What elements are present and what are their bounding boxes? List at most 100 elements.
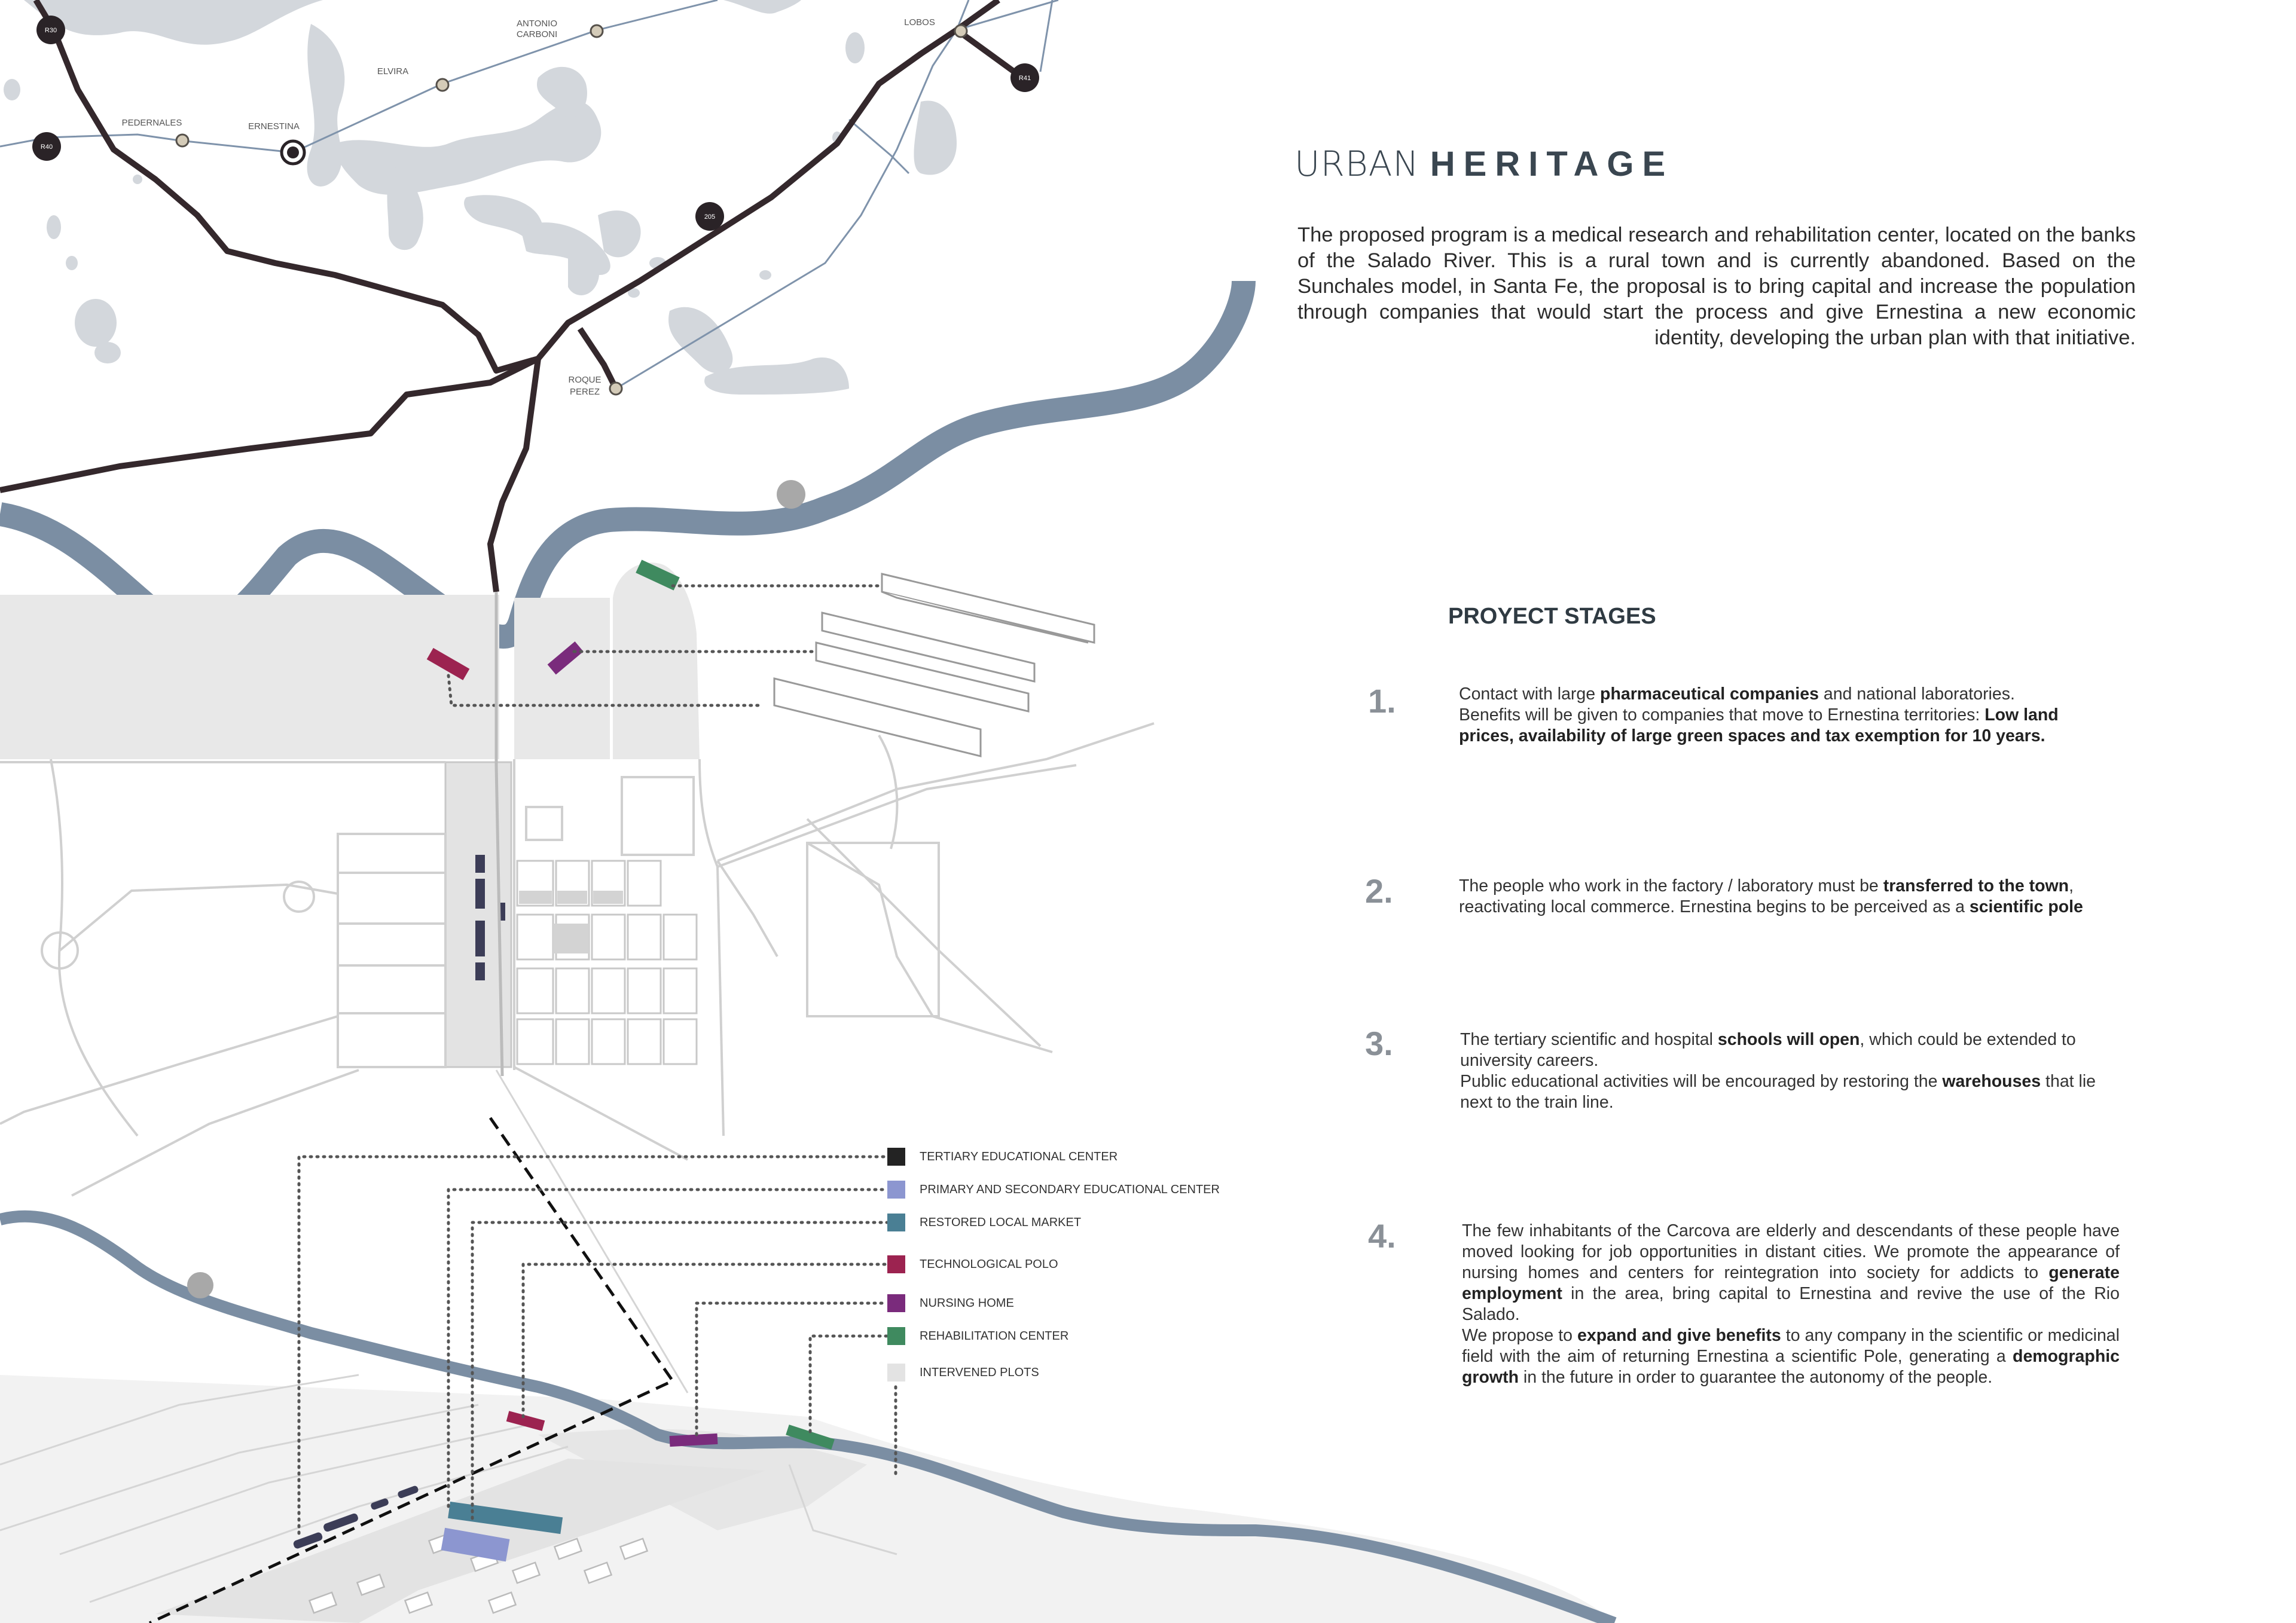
grey-dot-marker-lower [187,1272,213,1298]
stage-2-text: The people who work in the factory / lab… [1459,876,2126,918]
stage-text-segment: The tertiary scientific and hospital [1460,1030,1718,1049]
grey-dot-marker [777,480,805,509]
route-shields: R30 R40 R41 205 [32,16,1039,231]
lagoons [4,0,957,395]
rail-lines [0,0,1059,390]
legend-swatch [887,1364,905,1381]
stage-text-emphasis: warehouses [1942,1072,2041,1091]
label-ernestina: ERNESTINA [248,121,300,132]
stage-1-number: 1. [1368,682,1396,720]
town-roque-perez [609,381,623,396]
stage-text-segment: , reactivating local commerce. Ernestina… [1459,876,2074,916]
rehabilitation-center-lower [786,1425,835,1450]
town-plan [0,560,1155,1197]
legend-swatch [887,1255,905,1273]
stage-text-segment: to any company in the scientific or medi… [1462,1326,2120,1366]
town-antonio-carboni [590,24,604,38]
stage-text-segment: Benefits will be given to companies that… [1459,705,1985,725]
rehabilitation-center-building [636,560,680,591]
stage-3-number: 3. [1365,1025,1393,1062]
label-antonio: ANTONIO [517,19,557,29]
intro-paragraph: The proposed program is a medical resear… [1297,224,2136,349]
stage-text-segment: , which could be extended to university … [1460,1030,2076,1070]
route-205-label: 205 [704,213,715,221]
stage-text-emphasis: Low land prices, availability of large g… [1459,705,2059,745]
title-bold: HERITAGE [1430,145,1674,184]
primary-school-building [441,1527,510,1562]
regional-map: R30 R40 R41 205 ANTONIO CARBONI LOBOS EL… [0,0,1059,592]
route-r30-label: R30 [45,27,57,34]
nursing-home-building [547,641,584,675]
label-pedernales: PEDERNALES [122,118,182,128]
page-title: URBAN HERITAGE [1294,143,1674,184]
town-lobos [954,24,968,38]
town-elvira [435,78,450,92]
legend-label: TERTIARY EDUCATIONAL CENTER [920,1150,1118,1163]
stage-text-emphasis: schools will open [1717,1030,1860,1049]
legend-swatch [887,1148,905,1166]
technological-polo-lower [506,1411,545,1431]
stage-2-number: 2. [1365,872,1393,910]
stage-text-segment: in the area, bring capital to Ernestina … [1462,1284,2120,1324]
legend-item: REHABILITATION CENTER [887,1325,1068,1347]
route-shield-205 [695,202,724,231]
legend-label: RESTORED LOCAL MARKET [920,1215,1082,1229]
stage-text-segment: Public educational activities will be en… [1460,1072,1943,1091]
label-lobos: LOBOS [904,17,935,27]
legend-label: INTERVENED PLOTS [920,1365,1039,1379]
town-labels: ANTONIO CARBONI LOBOS ELVIRA PEDERNALES … [122,17,935,397]
legend-label: PRIMARY AND SECONDARY EDUCATIONAL CENTER [920,1182,1220,1196]
route-shield-r40 [32,132,61,161]
legend-swatch [887,1214,905,1231]
route-r41-label: R41 [1019,75,1031,82]
tertiary-education-building-1 [293,1532,323,1549]
factory-buildings [773,573,1095,757]
stage-4-text: The few inhabitants of the Carcova are e… [1462,1221,2120,1388]
stage-text-segment: We propose to [1462,1326,1578,1345]
stage-text-emphasis: pharmaceutical companies [1600,684,1819,704]
stage-text-segment: in the future in order to guarantee the … [1518,1368,1993,1387]
label-perez: PEREZ [570,387,600,397]
stage-text-emphasis: generate employment [1462,1263,2120,1303]
stage-text-segment: and national laboratories. [1818,684,2015,704]
route-r40-label: R40 [41,143,53,151]
stage-text-segment: that lie next to the train line. [1460,1072,2096,1112]
legend-swatch [887,1327,905,1345]
label-carboni: CARBONI [517,29,557,39]
technological-polo-building [426,647,470,680]
stage-3-text: The tertiary scientific and hospital sch… [1460,1029,2121,1113]
stages-heading: PROYECT STAGES [1448,604,1656,629]
route-shield-r41 [1010,63,1039,92]
stage-text-segment: The few inhabitants of the Carcova are e… [1462,1221,2120,1282]
legend-swatch [887,1294,905,1312]
lower-plan [0,1069,1617,1623]
tertiary-education-building-4 [398,1486,419,1499]
tertiary-education-building-2 [323,1513,358,1532]
tertiary-education-building-3 [371,1498,389,1510]
legend-swatch [887,1181,905,1199]
stage-text-emphasis: demographic growth [1462,1347,2120,1387]
route-shield-r30 [36,16,65,44]
stage-text-emphasis: transferred to the town [1883,876,2069,895]
stage-1-text: Contact with large pharmaceutical compan… [1459,684,2117,747]
restored-market-building [448,1501,563,1535]
legend-item: NURSING HOME [887,1292,1014,1314]
stage-text-emphasis: scientific pole [1969,897,2083,916]
title-light: URBAN [1294,143,1419,184]
town-markers [175,24,968,396]
stage-text-segment: The people who work in the factory / lab… [1459,876,1883,895]
nursing-home-lower [669,1433,718,1447]
legend-label: NURSING HOME [920,1296,1014,1310]
legend-item: RESTORED LOCAL MARKET [887,1212,1081,1233]
legend-item: TERTIARY EDUCATIONAL CENTER [887,1146,1118,1167]
legend-label: REHABILITATION CENTER [920,1329,1069,1343]
stage-text-emphasis: expand and give benefits [1577,1326,1781,1345]
roads [0,0,1024,592]
rail-buildings [475,855,505,980]
label-roque: ROQUE [568,375,601,385]
legend-item: INTERVENED PLOTS [887,1362,1039,1383]
legend-item: TECHNOLOGICAL POLO [887,1254,1058,1275]
label-elvira: ELVIRA [377,66,408,77]
town-pedernales [175,133,190,148]
stage-4-number: 4. [1368,1217,1396,1255]
